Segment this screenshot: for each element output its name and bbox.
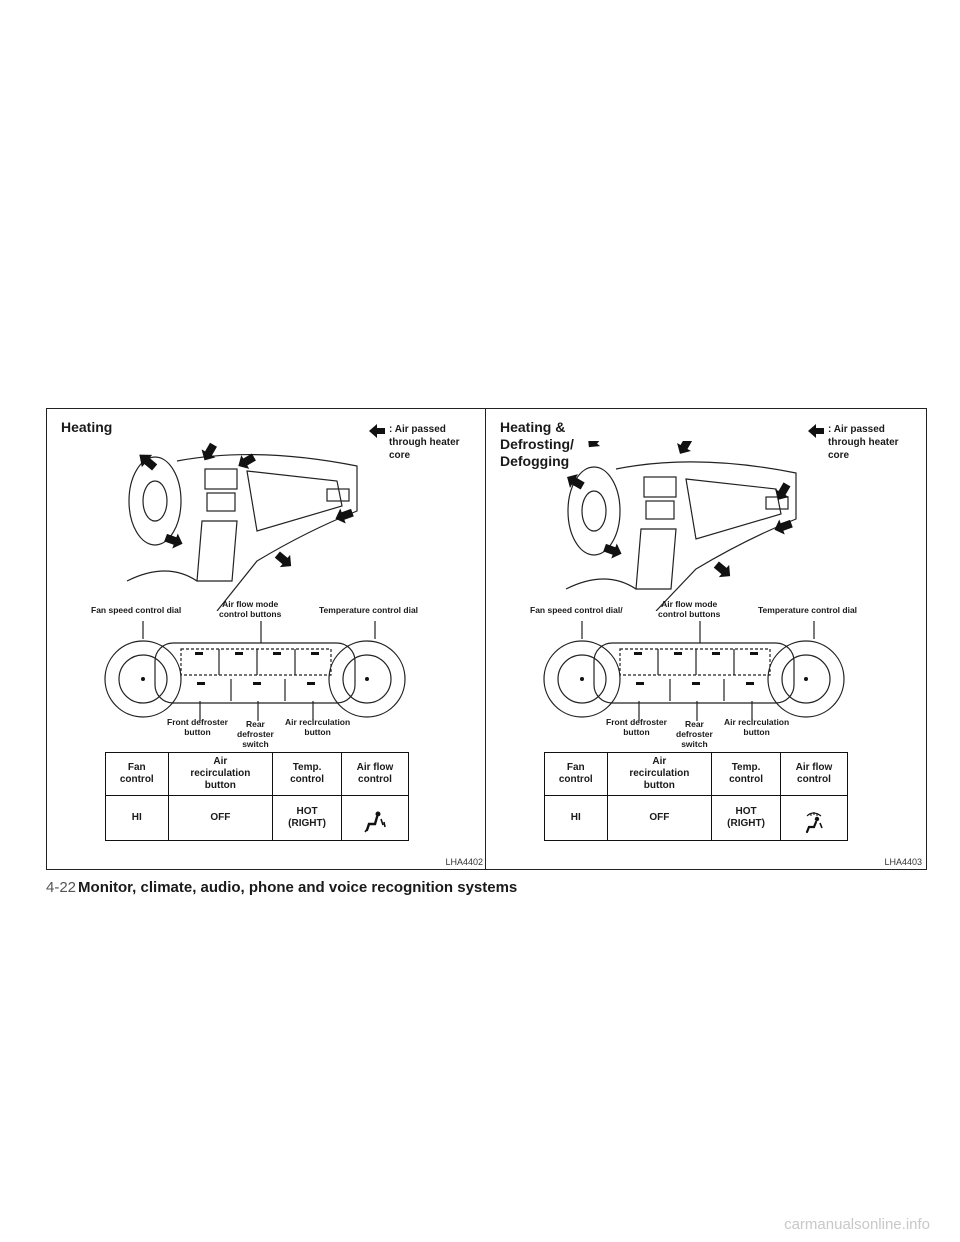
climate-control-panel xyxy=(543,621,845,721)
figure-title: Heating xyxy=(61,419,113,435)
callout-rear-defroster: Rear defroster switch xyxy=(676,719,713,749)
value-temp: HOT (RIGHT) xyxy=(711,795,781,841)
climate-control-panel xyxy=(104,621,406,721)
figure-code: LHA4403 xyxy=(884,857,922,867)
arrow-legend-icon xyxy=(808,424,824,438)
foot-vent-icon xyxy=(364,811,386,833)
value-air-flow xyxy=(779,795,849,841)
figure-heating-defrosting: Heating & Defrosting/ Defogging : Air pa… xyxy=(485,408,927,870)
callout-front-defroster: Front defroster button xyxy=(167,717,228,737)
legend: : Air passed through heater core xyxy=(367,423,479,467)
settings-table: Fan control Air recirculation button Tem… xyxy=(544,752,849,841)
header-air-flow-control: Air flow control xyxy=(779,752,849,796)
header-air-flow-control: Air flow control xyxy=(340,752,410,796)
airflow-arrows xyxy=(567,441,793,578)
callout-front-defroster: Front defroster button xyxy=(606,717,667,737)
value-fan: HI xyxy=(544,795,608,841)
page-number: 4-22 xyxy=(46,879,77,896)
figure-code: LHA4402 xyxy=(445,857,483,867)
settings-table: Fan control Air recirculation button Tem… xyxy=(105,752,410,841)
value-air-flow xyxy=(340,795,410,841)
table-header-row: Fan control Air recirculation button Tem… xyxy=(544,752,849,796)
callout-fan-speed-dial: Fan speed control dial xyxy=(91,605,182,615)
section-title: Monitor, climate, audio, phone and voice… xyxy=(78,879,518,896)
legend-text: : Air passed through heater core xyxy=(828,424,899,461)
header-temp-control: Temp. control xyxy=(711,752,781,796)
callout-air-flow-mode: Air flow mode control buttons xyxy=(658,599,721,619)
table-row: HI OFF HOT (RIGHT) xyxy=(105,795,410,841)
value-recirculation: OFF xyxy=(167,795,274,841)
callout-temperature-dial: Temperature control dial xyxy=(758,605,858,615)
figure-title: Heating & Defrosting/ Defogging xyxy=(500,419,574,469)
legend: : Air passed through heater core xyxy=(806,423,918,467)
arrow-legend-icon xyxy=(369,424,385,438)
callout-air-recirculation: Air recirculation button xyxy=(285,717,351,737)
airflow-arrows xyxy=(139,442,354,568)
header-temp-control: Temp. control xyxy=(272,752,342,796)
table-header-row: Fan control Air recirculation button Tem… xyxy=(105,752,410,796)
callout-fan-speed-dial: Fan speed control dial/ xyxy=(530,605,623,615)
legend-text: : Air passed through heater core xyxy=(389,424,460,461)
header-air-recirculation: Air recirculation button xyxy=(606,752,713,796)
watermark: carmanualsonline.info xyxy=(784,1216,930,1233)
header-fan-control: Fan control xyxy=(105,752,169,796)
callout-rear-defroster: Rear defroster switch xyxy=(237,719,274,749)
figure-heating: Heating : Air passed through heater core xyxy=(46,408,488,870)
callout-air-recirculation: Air recirculation button xyxy=(724,717,790,737)
table-row: HI OFF HOT (RIGHT) xyxy=(544,795,849,841)
header-fan-control: Fan control xyxy=(544,752,608,796)
value-recirculation: OFF xyxy=(606,795,713,841)
dashboard-illustration xyxy=(126,442,358,611)
value-fan: HI xyxy=(105,795,169,841)
callout-temperature-dial: Temperature control dial xyxy=(319,605,419,615)
header-air-recirculation: Air recirculation button xyxy=(167,752,274,796)
defrost-foot-vent-icon xyxy=(805,812,823,834)
value-temp: HOT (RIGHT) xyxy=(272,795,342,841)
dashboard-illustration xyxy=(565,441,797,611)
callout-air-flow-mode: Air flow mode control buttons xyxy=(219,599,282,619)
